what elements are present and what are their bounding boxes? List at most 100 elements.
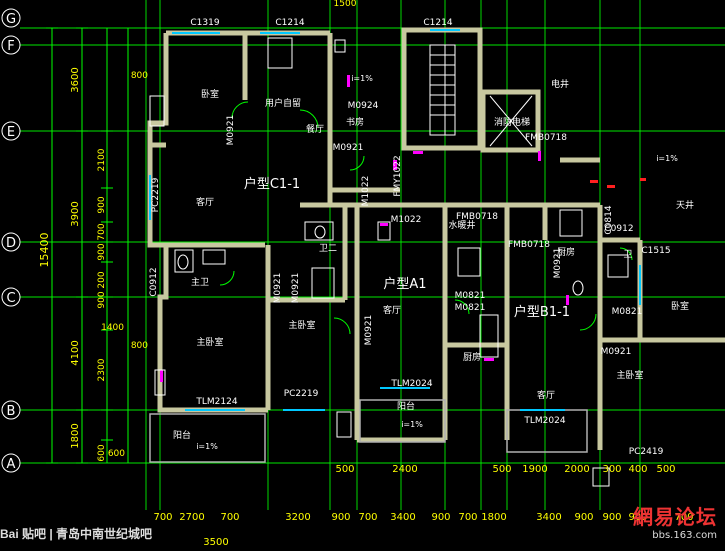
- element-code: M0821: [612, 307, 643, 317]
- dim-bottom-2: 700: [674, 512, 693, 523]
- room-label: 客厅: [196, 196, 214, 208]
- dim-col3: 600: [97, 444, 107, 461]
- element-code: M0821: [455, 303, 486, 313]
- element-code: C0912: [604, 224, 633, 234]
- grid-axis-bubble: [1, 453, 21, 473]
- dim-overall: 15400: [38, 233, 51, 268]
- room-label: 主卧室: [616, 369, 643, 381]
- dim-top: 1500: [334, 0, 357, 9]
- dim-col3: 900: [97, 291, 107, 308]
- grid-axis-label: F: [7, 39, 14, 54]
- element-code: FMB0718: [456, 212, 498, 222]
- dim-bottom-2: 3400: [390, 512, 415, 523]
- grid-axis-bubble: [1, 35, 21, 55]
- dim-bottom-1: 500: [656, 464, 675, 475]
- slope-label: i=1%: [196, 442, 218, 451]
- room-label: 阳台: [397, 400, 415, 412]
- element-code: M0921: [364, 315, 374, 346]
- element-code: FMB0718: [525, 133, 567, 143]
- dim-col3: 200: [97, 271, 107, 288]
- slope-label: i=1%: [656, 154, 678, 163]
- room-label: 用户自留: [265, 97, 301, 109]
- grid-axis-bubble: [1, 121, 21, 141]
- grid-axis-bubble: [1, 287, 21, 307]
- element-code: PC2419: [629, 447, 664, 457]
- grid-axis-label: A: [7, 457, 16, 472]
- room-label: 卫二: [319, 244, 337, 254]
- grid-axis-bubble: [1, 232, 21, 252]
- element-code: PC2219: [284, 389, 319, 399]
- dim-bottom-1: 500: [335, 464, 354, 475]
- element-code: C0814: [604, 205, 614, 234]
- dim-bottom-2: 1800: [481, 512, 506, 523]
- element-code: M0921: [601, 347, 632, 357]
- dim-col2: 4100: [70, 340, 81, 365]
- room-label: 主卧室: [288, 319, 315, 331]
- dim-bottom-1: 400: [628, 464, 647, 475]
- element-code: PC2219: [151, 177, 161, 212]
- dim-bottom-2: 3400: [536, 512, 561, 523]
- grid-axis-label: B: [7, 404, 16, 419]
- element-code: TLM2024: [390, 379, 432, 389]
- room-label: 餐厅: [306, 123, 324, 135]
- top-window-code: C1319: [190, 18, 219, 28]
- element-code: M0921: [226, 115, 236, 146]
- element-code: FMY1022: [393, 155, 403, 196]
- element-code: M0821: [455, 291, 486, 301]
- netease-watermark: 網易论坛 bbs.163.com: [633, 501, 717, 541]
- dim-bottom-2: 900: [431, 512, 450, 523]
- dim-bottom-1: 500: [492, 464, 511, 475]
- dim-col3: 700: [97, 223, 107, 240]
- element-code: TLM2024: [523, 416, 565, 426]
- room-label: 卫: [623, 250, 632, 260]
- room-label: 阳台: [173, 429, 191, 441]
- slope-label: i=1%: [351, 74, 373, 83]
- room-label: 书房: [346, 116, 364, 128]
- dim-bottom-2: 700: [220, 512, 239, 523]
- room-label: 客厅: [383, 304, 401, 316]
- room-label: 电井: [551, 78, 569, 90]
- dim-bottom-2: 700: [458, 512, 477, 523]
- dim-bottom-2: 900: [628, 512, 647, 523]
- room-label: 卧室: [201, 88, 219, 100]
- dim-col4: 800: [131, 71, 148, 81]
- dim-bottom-2: 700: [153, 512, 172, 523]
- unit-title: 户型B1-1: [514, 304, 570, 320]
- element-code: M0924: [348, 101, 379, 111]
- dim-bottom-2: 3200: [285, 512, 310, 523]
- element-code: M1022: [391, 215, 422, 225]
- dim-bottom-1: 2000: [564, 464, 589, 475]
- room-label: 厨房: [557, 246, 575, 258]
- dim-bottom-1: 2400: [392, 464, 417, 475]
- baidu-tieba-watermark: Bai 贴吧 | 青岛中南世纪城吧: [0, 522, 152, 544]
- room-label: 主卫: [191, 276, 209, 288]
- element-code: M0921: [553, 248, 563, 279]
- element-code: C0912: [149, 267, 159, 296]
- element-code: M0921: [273, 273, 283, 304]
- grid-axis-bubble: [1, 8, 21, 28]
- watermark-text: Bai 贴吧 | 青岛中南世纪城吧: [0, 526, 153, 541]
- dim-bottom-2: 2700: [179, 512, 204, 523]
- room-label: 天井: [676, 199, 694, 211]
- grid-axis-bubble: [1, 400, 21, 420]
- room-label: 客厅: [537, 389, 555, 401]
- unit-title: 户型A1: [383, 276, 426, 292]
- dim-col4: 600: [108, 449, 125, 459]
- room-label: 厨房: [463, 351, 481, 363]
- netease-watermark-big: 網易论坛: [633, 505, 717, 529]
- top-window-code: C1214: [423, 18, 452, 28]
- dim-bottom-3: 3500: [203, 537, 228, 548]
- netease-watermark-small: bbs.163.com: [652, 530, 717, 541]
- dim-col3: 2100: [97, 148, 107, 171]
- unit-title: 户型C1-1: [244, 176, 300, 192]
- element-code: M0921: [291, 273, 301, 304]
- element-code: TLM2124: [195, 397, 237, 407]
- grid-axis-label: D: [6, 236, 16, 251]
- element-code: FMB0718: [508, 240, 550, 250]
- room-label: 卧室: [671, 300, 689, 312]
- room-label: 水暖井: [448, 219, 475, 231]
- room-label: 消防电梯: [494, 116, 530, 128]
- dim-col3: 2300: [97, 358, 107, 381]
- element-code: C1515: [641, 246, 670, 256]
